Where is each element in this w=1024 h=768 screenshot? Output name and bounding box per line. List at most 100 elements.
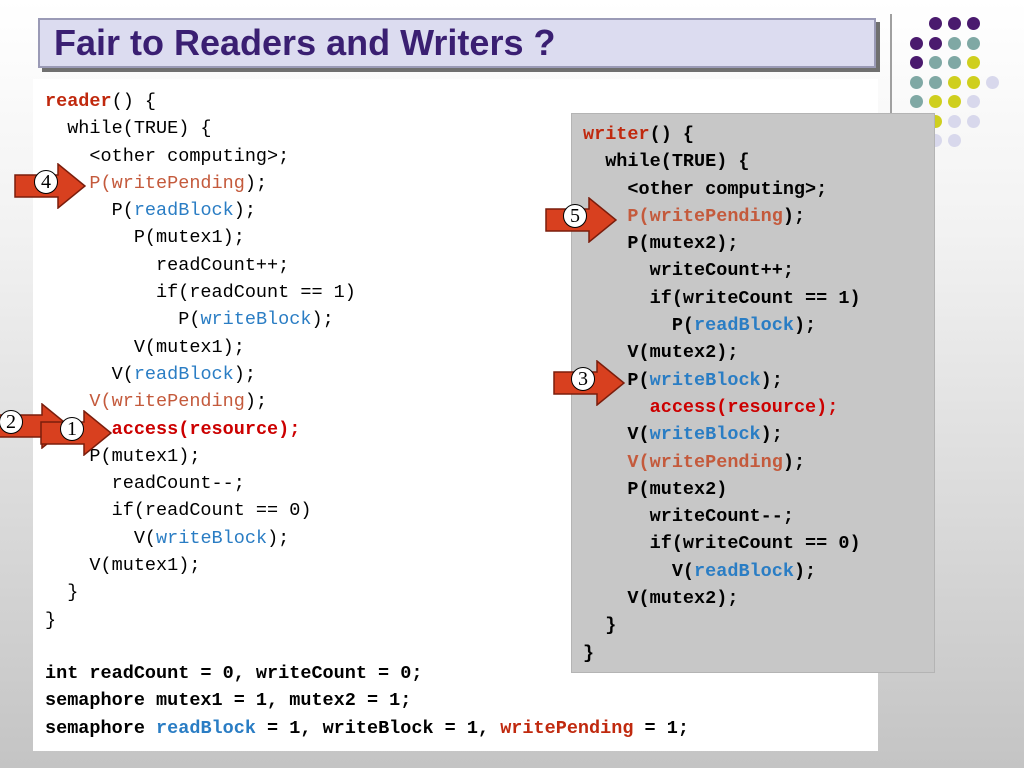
code-line: P(readBlock); (45, 197, 356, 224)
code-token: access(resource); (111, 418, 301, 440)
code-line: V(mutex2); (583, 585, 861, 612)
code-token: V( (45, 527, 157, 549)
code-line: readCount--; (45, 470, 356, 497)
code-line: P(writeBlock); (583, 367, 861, 394)
decorative-dot (948, 36, 961, 50)
code-token: V( (45, 363, 134, 385)
code-token: V(mutex2); (583, 342, 739, 364)
code-line: if(readCount == 1) (45, 279, 356, 306)
code-token: ); (760, 369, 783, 391)
code-line: if(writeCount == 1) (583, 285, 861, 312)
code-token: V(writePending (45, 391, 245, 413)
code-token: writeCount++; (583, 260, 794, 282)
code-token: V(mutex1); (45, 555, 201, 577)
decorative-dot (967, 56, 980, 69)
code-token: ); (793, 315, 817, 337)
code-line: readCount++; (45, 252, 356, 279)
code-token: V(mutex2); (583, 588, 739, 610)
code-token: readBlock (156, 717, 256, 739)
marker-arrow-4: 4 (14, 163, 86, 209)
code-token: } (45, 609, 57, 631)
marker-arrow-3: 3 (553, 360, 625, 406)
code-line: <other computing>; (45, 143, 356, 170)
decorative-dot (948, 56, 961, 69)
decorative-dot (910, 56, 923, 69)
code-token: readBlock (694, 560, 794, 582)
writer-code: writer() { while(TRUE) { <other computin… (583, 121, 861, 667)
code-token: } (583, 642, 595, 664)
decorative-dot (967, 114, 980, 128)
code-token: writeBlock (649, 369, 761, 391)
code-line: } (45, 607, 356, 634)
code-token: ); (244, 172, 268, 194)
code-token: int readCount = 0, writeCount = 0; (45, 663, 423, 684)
code-line: int readCount = 0, writeCount = 0; (45, 660, 689, 687)
reader-code: reader() { while(TRUE) { <other computin… (45, 88, 356, 634)
code-token: V( (583, 560, 695, 582)
code-line: access(resource); (583, 394, 861, 421)
marker-number: 1 (60, 417, 84, 441)
code-token: readCount--; (45, 473, 245, 495)
code-line: V(readBlock); (45, 361, 356, 388)
code-line: V(mutex1); (45, 552, 356, 579)
code-line: if(readCount == 0) (45, 497, 356, 524)
code-token: P( (45, 309, 201, 331)
code-line: reader() { (45, 88, 356, 115)
code-token: writeCount--; (583, 506, 794, 528)
code-line: P(writeBlock); (45, 306, 356, 333)
code-line: V(writeBlock); (45, 525, 356, 552)
marker-number: 2 (0, 410, 23, 434)
code-line: V(writePending); (583, 449, 861, 476)
decorative-dot (929, 17, 942, 30)
code-token: P( (583, 315, 695, 337)
code-token: semaphore mutex1 = 1, mutex2 = 1; (45, 690, 412, 712)
code-token: ); (233, 363, 256, 385)
code-token: writeBlock (649, 424, 761, 446)
code-token: = 1; (633, 717, 689, 739)
code-token: = 1, writeBlock = 1, (255, 717, 501, 739)
decorative-dot (929, 36, 942, 50)
code-token: () { (111, 91, 157, 112)
code-token: P(mutex2) (583, 478, 728, 500)
code-token: } (583, 615, 617, 637)
marker-number: 4 (34, 170, 58, 194)
code-token: readBlock (133, 363, 234, 385)
code-token: P(mutex1); (45, 227, 245, 249)
code-token: writeBlock (200, 309, 312, 331)
decorative-divider (890, 14, 892, 126)
code-token: if(readCount == 0) (45, 500, 312, 522)
decorative-dot (948, 17, 961, 30)
code-line: P(readBlock); (583, 312, 861, 339)
code-token: writeBlock (156, 527, 268, 549)
slide-title: Fair to Readers and Writers ? (54, 22, 556, 63)
decorative-dot (967, 75, 980, 89)
code-token: semaphore (45, 717, 157, 739)
decorative-dot (910, 75, 923, 89)
decorative-dot (929, 56, 942, 69)
code-line: P(writePending); (45, 170, 356, 197)
code-token: } (45, 582, 79, 604)
writer-panel: writer() { while(TRUE) { <other computin… (571, 113, 935, 673)
decorative-dot (967, 17, 980, 30)
code-token: ); (782, 205, 806, 227)
code-line: P(mutex1); (45, 443, 356, 470)
decorative-dot (948, 75, 961, 89)
code-token: <other computing>; (583, 178, 828, 200)
code-line: P(mutex2); (583, 230, 861, 257)
code-line: semaphore mutex1 = 1, mutex2 = 1; (45, 687, 689, 714)
code-line: P(writePending); (583, 203, 861, 230)
code-token: <other computing>; (45, 145, 290, 167)
code-token: while(TRUE) { (583, 151, 750, 173)
marker-number: 5 (563, 204, 587, 228)
decorative-dot (986, 75, 999, 89)
code-token: ); (233, 200, 256, 222)
code-token: P( (627, 369, 650, 391)
code-line: writeCount--; (583, 503, 861, 530)
code-token: writer (583, 124, 650, 145)
code-line: writeCount++; (583, 257, 861, 284)
code-token: if(readCount == 1) (45, 282, 356, 304)
code-token: access(resource); (649, 396, 839, 418)
code-token: ); (760, 424, 783, 446)
decorative-dot (929, 75, 942, 89)
declarations-code: int readCount = 0, writeCount = 0; semaph… (45, 660, 689, 742)
